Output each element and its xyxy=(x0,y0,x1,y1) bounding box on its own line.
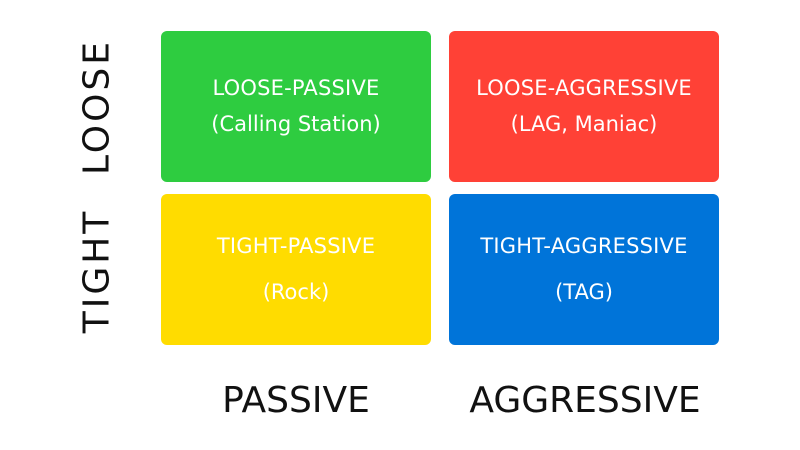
quadrant-title: TIGHT-AGGRESSIVE xyxy=(480,234,688,259)
row-label-loose: LOOSE xyxy=(76,38,118,176)
quadrant-loose-aggressive: LOOSE-AGGRESSIVE (LAG, Maniac) xyxy=(449,31,719,182)
quadrant-title: TIGHT-PASSIVE xyxy=(216,234,376,259)
quadrant-tight-aggressive: TIGHT-AGGRESSIVE (TAG) xyxy=(449,194,719,345)
column-label-aggressive: AGGRESSIVE xyxy=(469,380,701,421)
quadrant-title: LOOSE-AGGRESSIVE xyxy=(476,76,692,101)
quadrant-subtitle: (LAG, Maniac) xyxy=(510,111,658,136)
quadrant-title: LOOSE-PASSIVE xyxy=(212,76,380,101)
quadrant-subtitle: (TAG) xyxy=(555,279,613,304)
quadrant-loose-passive: LOOSE-PASSIVE (Calling Station) xyxy=(161,31,431,182)
quadrant-subtitle: (Calling Station) xyxy=(211,111,381,136)
quadrant-subtitle: (Rock) xyxy=(262,279,330,304)
quadrant-tight-passive: TIGHT-PASSIVE (Rock) xyxy=(161,194,431,345)
row-label-tight: TIGHT xyxy=(76,208,118,334)
column-label-passive: PASSIVE xyxy=(222,380,370,421)
